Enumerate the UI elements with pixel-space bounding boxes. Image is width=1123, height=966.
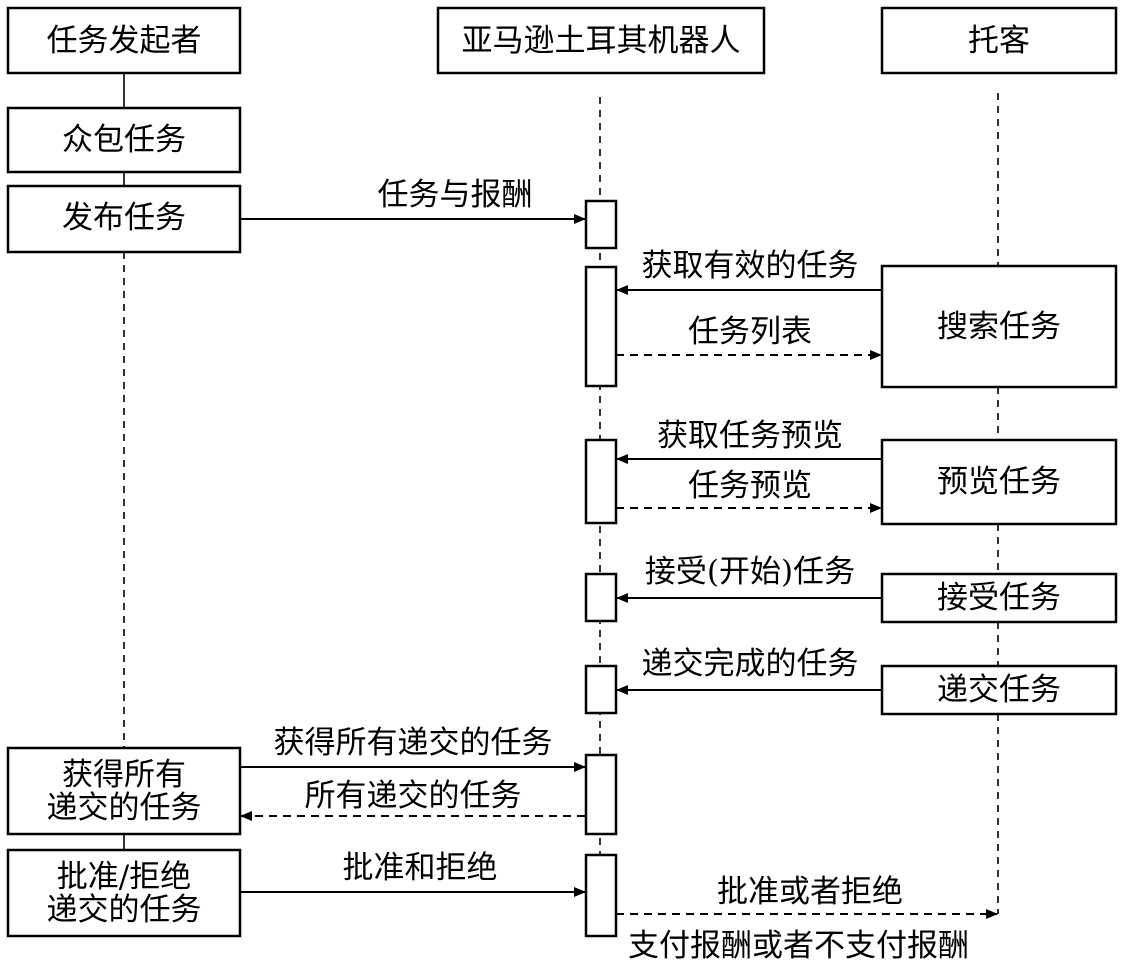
step-search-task-label: 搜索任务 — [937, 309, 1061, 345]
step-approve-reject-line1: 批准/拒绝 — [57, 859, 191, 895]
message-task-and-reward: 任务与报酬 — [240, 177, 586, 224]
step-publish-task-label: 发布任务 — [62, 200, 186, 236]
message-all-submitted-label: 所有递交的任务 — [305, 778, 522, 814]
step-search-task: 搜索任务 — [880, 264, 1118, 389]
message-task-list: 任务列表 — [616, 314, 882, 360]
participant-requester-label: 任务发起者 — [47, 23, 202, 59]
message-accept-start-task-label: 接受(开始)任务 — [645, 554, 855, 590]
step-submit-task-label: 递交任务 — [937, 672, 1061, 708]
activation-bar — [584, 199, 618, 250]
step-preview-task-label: 预览任务 — [937, 464, 1061, 500]
step-approve-reject-line2: 递交的任务 — [47, 892, 202, 928]
step-accept-task: 接受任务 — [880, 572, 1118, 624]
message-get-valid-tasks: 获取有效的任务 — [616, 248, 882, 295]
message-all-submitted: 所有递交的任务 — [240, 778, 585, 821]
step-publish-task: 发布任务 — [6, 184, 242, 254]
message-approve-and-reject-label: 批准和拒绝 — [343, 850, 498, 886]
step-get-submitted-line1: 获得所有 — [62, 757, 186, 793]
message-get-valid-tasks-label: 获取有效的任务 — [642, 248, 859, 284]
activation-bar — [584, 853, 618, 938]
step-submit-task: 递交任务 — [880, 664, 1118, 716]
step-get-submitted-tasks: 获得所有 递交的任务 — [6, 746, 242, 836]
message-task-preview: 任务预览 — [616, 468, 882, 513]
message-approve-and-reject: 批准和拒绝 — [240, 850, 586, 897]
activation-bar — [584, 753, 618, 836]
participant-robot-label: 亚马逊土耳其机器人 — [462, 23, 741, 59]
message-task-list-label: 任务列表 — [688, 314, 812, 350]
message-get-task-preview-label: 获取任务预览 — [657, 418, 843, 454]
message-get-task-preview: 获取任务预览 — [616, 418, 882, 464]
message-approve-or-reject-label: 批准或者拒绝 — [717, 874, 903, 910]
message-submit-completed-task: 递交完成的任务 — [616, 646, 882, 695]
participant-worker-label: 托客 — [968, 23, 1030, 59]
message-task-preview-label: 任务预览 — [688, 468, 812, 504]
participant-robot: 亚马逊土耳其机器人 — [436, 6, 766, 75]
step-crowdsource-task: 众包任务 — [6, 106, 242, 174]
message-get-all-submitted-label: 获得所有递交的任务 — [274, 725, 553, 761]
activation-bar — [584, 572, 618, 623]
step-crowdsource-task-label: 众包任务 — [62, 122, 186, 158]
activation-bar — [584, 438, 618, 525]
message-task-and-reward-label: 任务与报酬 — [378, 177, 533, 213]
activation-bar — [584, 265, 618, 388]
participant-requester: 任务发起者 — [6, 6, 242, 75]
step-accept-task-label: 接受任务 — [937, 580, 1061, 616]
step-approve-reject: 批准/拒绝 递交的任务 — [6, 848, 242, 938]
activation-bar — [584, 664, 618, 715]
message-get-all-submitted: 获得所有递交的任务 — [240, 725, 586, 772]
step-get-submitted-line2: 递交的任务 — [47, 790, 202, 826]
participant-worker: 托客 — [880, 6, 1118, 75]
message-approve-or-reject: 批准或者拒绝 — [616, 874, 998, 919]
message-pay-or-not-label: 支付报酬或者不支付报酬 — [628, 928, 969, 964]
message-accept-start-task: 接受(开始)任务 — [616, 554, 882, 603]
step-preview-task: 预览任务 — [880, 438, 1118, 526]
message-submit-completed-task-label: 递交完成的任务 — [642, 646, 859, 682]
